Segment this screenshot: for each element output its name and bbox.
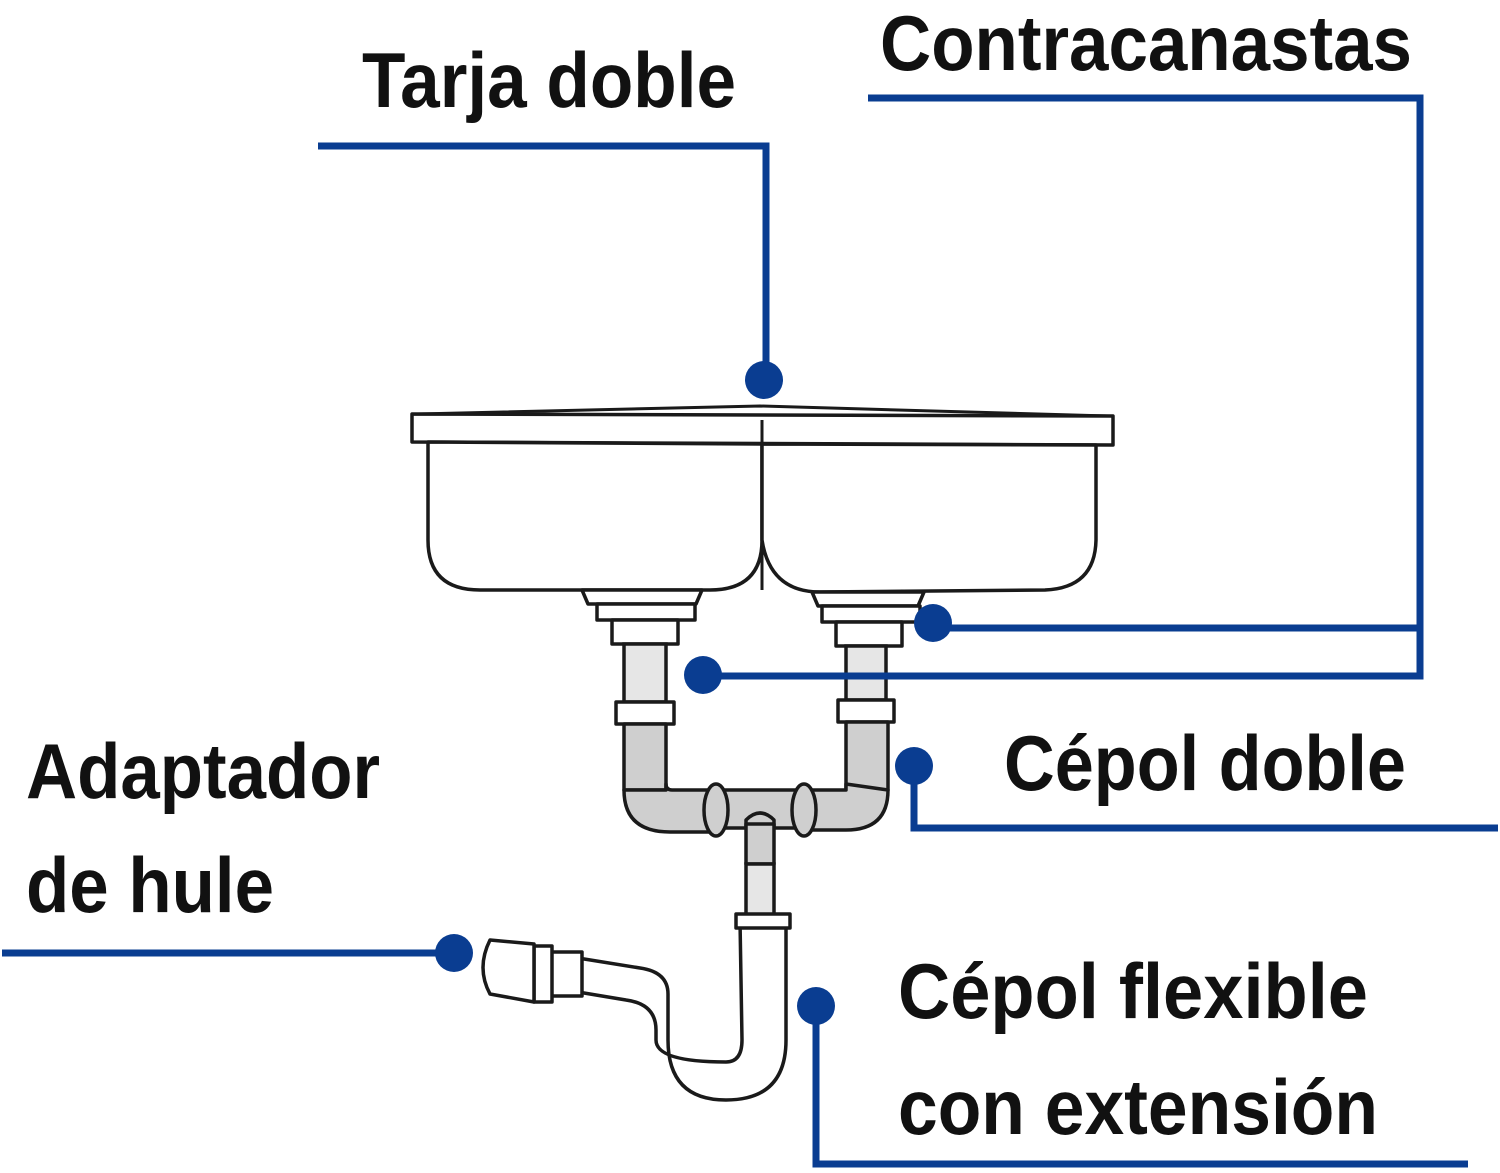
- leader-contracanastas: [704, 94, 1424, 680]
- flexible-trap-illustration: [481, 912, 792, 1102]
- callout-dot-cepol-flexible: [797, 987, 835, 1025]
- label-cepol-flexible-line2: con extensión: [898, 1063, 1378, 1151]
- basket-strainers-illustration: [580, 588, 926, 648]
- leader-tarja-doble: [318, 142, 770, 378]
- label-adaptador-line2: de hule: [26, 841, 274, 929]
- callout-dot-cepol-doble: [895, 747, 933, 785]
- double-sink-illustration: [410, 404, 1115, 594]
- leader-cepol-flexible: [812, 1006, 1468, 1168]
- callout-dots: [435, 361, 952, 1025]
- callout-dot-tarja: [745, 361, 783, 399]
- label-contracanastas: Contracanastas: [880, 0, 1412, 87]
- label-cepol-doble: Cépol doble: [1004, 719, 1406, 807]
- double-trap-illustration: [614, 642, 896, 922]
- leader-cepol-doble: [910, 766, 1498, 832]
- label-tarja-doble: Tarja doble: [362, 36, 736, 124]
- labels: Tarja doble Contracanastas Cépol doble A…: [26, 0, 1412, 1151]
- callout-dot-adaptador: [435, 934, 473, 972]
- leader-lines: [2, 94, 1498, 1168]
- callout-dot-strainer-right: [914, 604, 952, 642]
- callout-dot-strainer-left: [684, 656, 722, 694]
- label-adaptador-line1: Adaptador: [26, 727, 380, 815]
- label-cepol-flexible-line1: Cépol flexible: [898, 947, 1368, 1035]
